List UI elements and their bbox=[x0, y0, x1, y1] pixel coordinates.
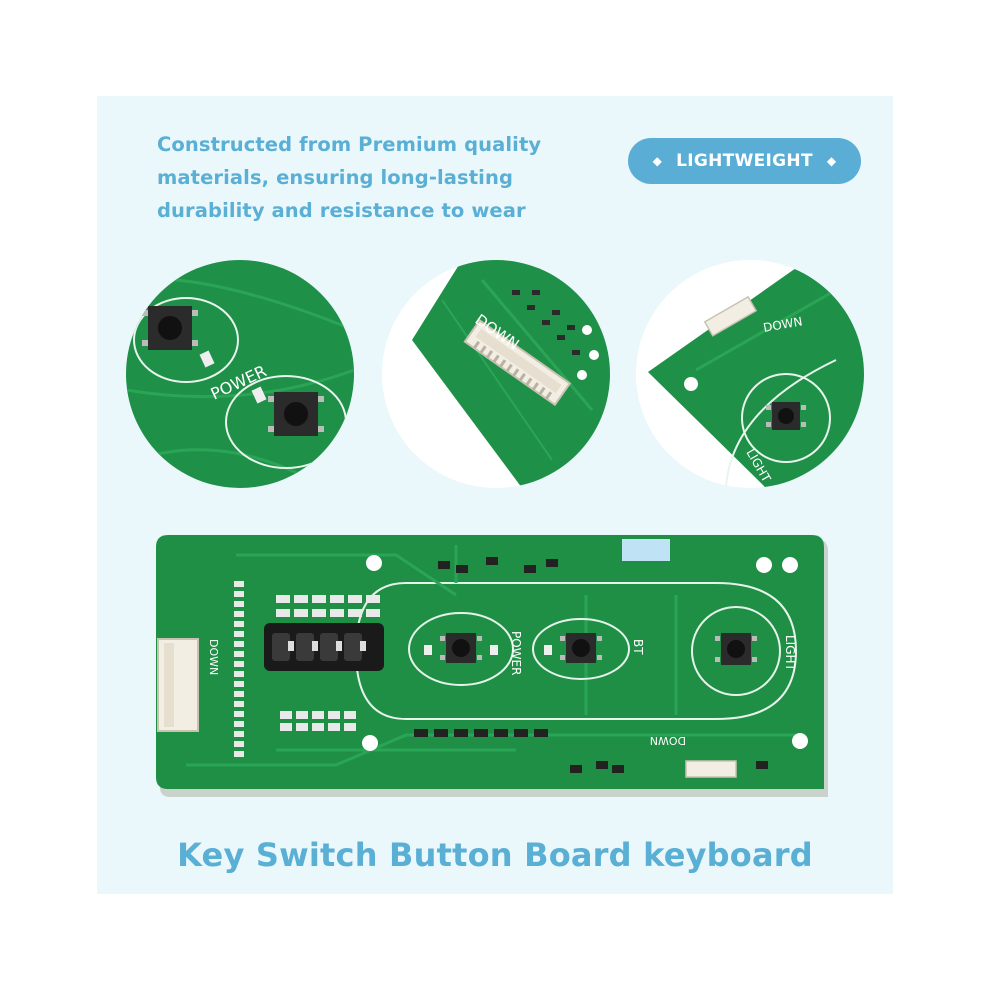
power-label: POWER bbox=[509, 631, 523, 675]
headline-line-1: Constructed from Premium quality bbox=[157, 133, 542, 156]
diamond-icon: ◆ bbox=[652, 154, 663, 168]
down-label-zoom-small: DOWN bbox=[762, 314, 803, 335]
lightweight-badge: ◆ LIGHTWEIGHT ◆ bbox=[628, 138, 861, 184]
headline-line-2: materials, ensuring long-lasting bbox=[157, 166, 514, 189]
badge-label: LIGHTWEIGHT bbox=[676, 151, 813, 171]
headline-line-3: durability and resistance to wear bbox=[157, 199, 526, 222]
diamond-icon: ◆ bbox=[826, 154, 837, 168]
bt-label: BT bbox=[631, 639, 645, 655]
down-label-left: DOWN bbox=[207, 639, 220, 675]
light-label: LIGHT bbox=[783, 635, 797, 672]
zoom-view-light-switch: DOWN LIGHT bbox=[636, 260, 864, 488]
zoom-view-connector: DOWN bbox=[382, 260, 610, 488]
product-title: Key Switch Button Board keyboard bbox=[177, 836, 813, 874]
feature-description: Constructed from Premium quality materia… bbox=[157, 128, 557, 227]
down-label-right: DOWN bbox=[650, 734, 686, 747]
zoom-view-power-switch: POWER bbox=[126, 260, 354, 488]
key-switch-button-board: POWER BT LIGHT DOWN DOWN bbox=[156, 535, 828, 797]
